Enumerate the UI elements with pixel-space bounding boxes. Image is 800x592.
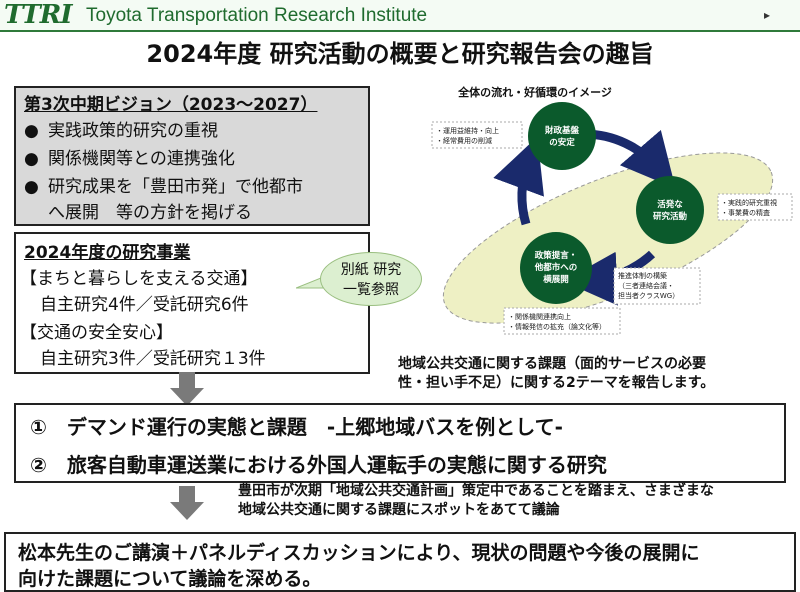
page-title: 2024年度 研究活動の概要と研究報告会の趣旨	[146, 40, 654, 68]
node-financial	[528, 102, 596, 170]
theme-item: ① デマンド運行の実態と課題 -上郷地域バスを例として-	[30, 415, 563, 439]
reference-bubble: 別紙 研究 一覧参照	[320, 252, 422, 306]
bullet-icon: ●	[24, 149, 39, 169]
plan-note: 豊田市が次期「地域公共交通計画」策定中であることを踏まえ、さまざまな 地域公共交…	[238, 483, 714, 518]
theme-item: ② 旅客自動車運送業における外国人運転手の実態に関する研究	[30, 453, 607, 477]
down-arrow-icon	[170, 486, 204, 520]
down-arrow-icon	[170, 372, 204, 406]
mouse-pointer-icon: ▸	[764, 8, 771, 22]
bubble-text: 一覧参照	[343, 282, 399, 298]
projects-heading: 2024年度の研究事業	[24, 243, 191, 263]
note-box	[431, 121, 523, 149]
cycle-arrow	[493, 136, 544, 226]
vision-bullet: ●実践政策的研究の重視	[24, 121, 218, 141]
conclusion-text: 向けた課題について議論を深める。	[18, 568, 322, 590]
note-text: ・関係機関連携向上	[508, 312, 571, 321]
bullet-icon: ●	[24, 121, 39, 141]
node-label: 研究活動	[653, 211, 688, 222]
note-text: ・経常費用の削減	[436, 136, 492, 145]
category-detail: 自主研究4件／受託研究6件	[40, 295, 249, 315]
vision-heading: 第3次中期ビジョン（2023～2027）	[24, 95, 318, 115]
node-research	[636, 176, 704, 244]
node-policy	[520, 232, 592, 304]
projects-box: 2024年度の研究事業 【まちと暮らしを支える交通】 自主研究4件／受託研究6件…	[14, 232, 370, 374]
note-text: 推進体制の構築	[618, 271, 667, 280]
note-text: （三者連絡会議・	[618, 281, 674, 290]
cycle-diagram: 財政基盤 の安定 活発な 研究活動 政策提言・ 他都市への 横展開 ・運用益維持…	[431, 102, 793, 335]
node-label: 他都市への	[534, 262, 578, 273]
institute-name: Toyota Transportation Research Institute	[86, 5, 428, 26]
node-label: 政策提言・	[535, 250, 578, 261]
note-text: ・情報発信の拡充（論文化等）	[508, 322, 606, 331]
bubble-text: 別紙 研究	[340, 262, 402, 278]
category-label: 【交通の安全安心】	[20, 323, 173, 343]
node-label: 財政基盤	[544, 125, 580, 136]
report-note: 地域公共交通に関する課題（面的サービスの必要 性・担い手不足）に関する2テーマを…	[398, 356, 715, 391]
vision-box: 第3次中期ビジョン（2023～2027） ●実践政策的研究の重視 ●関係機関等と…	[14, 86, 370, 226]
bullet-icon: ●	[24, 177, 39, 197]
note-text: ・事業費の精査	[721, 208, 770, 217]
note-text: ・実践的研究重視	[721, 198, 777, 207]
cycle-arrow	[584, 129, 676, 189]
conclusion-text: 松本先生のご講演＋パネルディスカッションにより、現状の問題や今後の展開に	[18, 542, 700, 564]
header-bar	[0, 0, 800, 32]
vision-bullet: ●関係機関等との連携強化	[24, 149, 235, 169]
node-label: 活発な	[657, 199, 683, 210]
node-label: の安定	[549, 137, 575, 148]
scope-ellipse	[442, 152, 774, 324]
diagram-title: 全体の流れ・好循環のイメージ	[458, 86, 612, 99]
conclusion-box: 松本先生のご講演＋パネルディスカッションにより、現状の問題や今後の展開に 向けた…	[4, 532, 796, 592]
node-label: 横展開	[542, 274, 569, 285]
category-label: 【まちと暮らしを支える交通】	[20, 269, 258, 289]
note-box	[613, 267, 701, 305]
vision-bullet: ●研究成果を「豊田市発」で他都市	[24, 177, 303, 197]
ttri-logo: TTRI	[4, 0, 73, 30]
vision-bullet-continuation: へ展開 等の方針を掲げる	[48, 203, 252, 223]
note-text: ・運用益維持・向上	[436, 126, 499, 135]
note-box	[503, 307, 621, 335]
themes-box: ① デマンド運行の実態と課題 -上郷地域バスを例として- ② 旅客自動車運送業に…	[14, 403, 786, 483]
category-detail: 自主研究3件／受託研究１3件	[40, 349, 266, 369]
note-box	[717, 193, 793, 221]
note-text: 担当者クラスWG）	[618, 291, 679, 300]
